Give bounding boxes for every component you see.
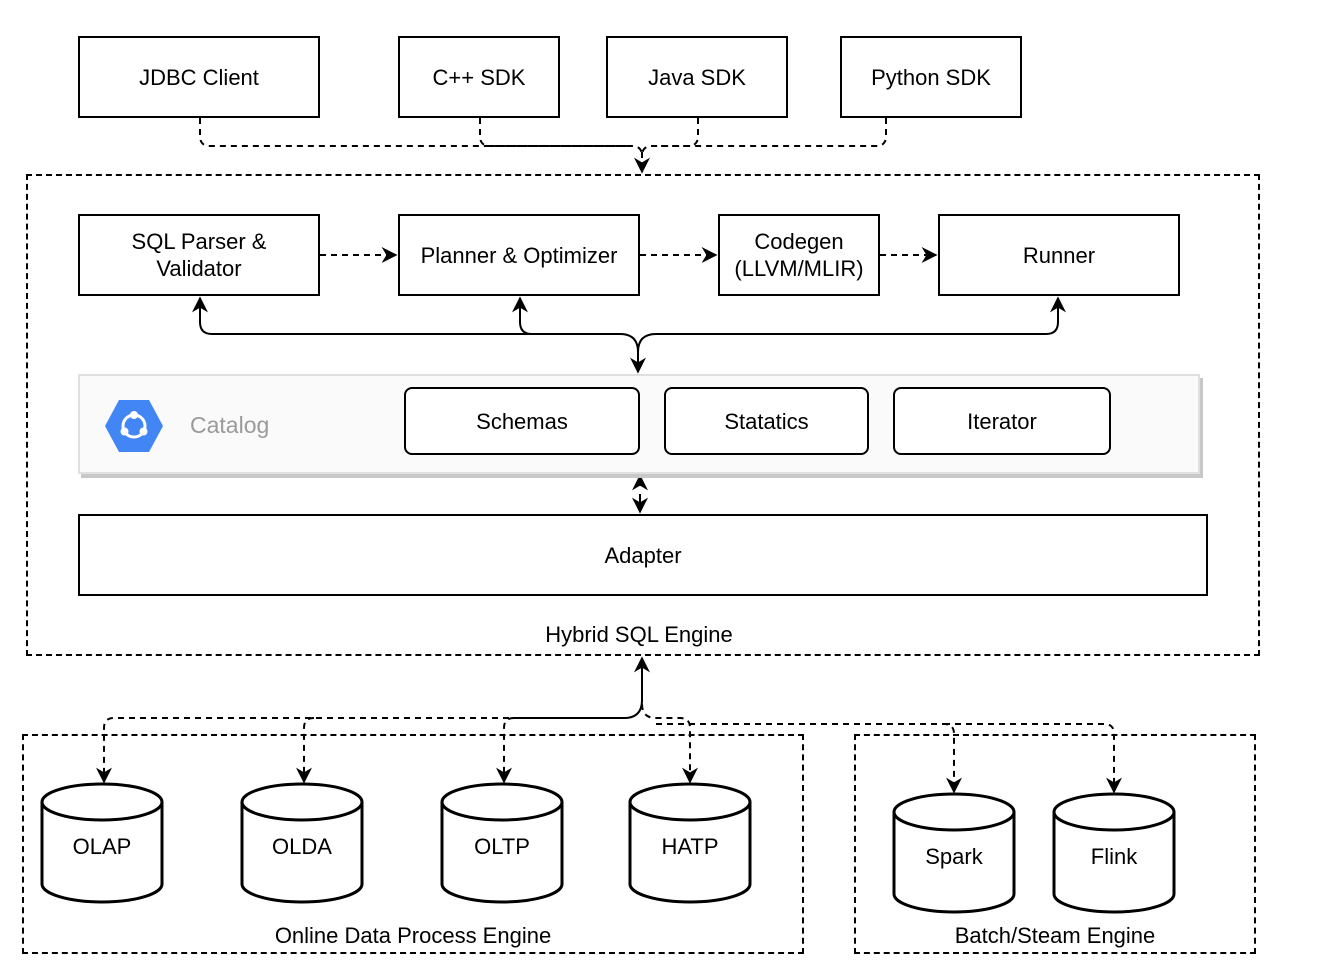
planner-label: Planner & Optimizer xyxy=(420,242,618,268)
olap-label: OLAP xyxy=(73,834,132,859)
client-java-label: Java SDK xyxy=(648,64,746,90)
runner-label: Runner xyxy=(1022,242,1096,268)
client-jdbc-label: JDBC Client xyxy=(139,64,259,90)
iterator-label: Iterator xyxy=(967,408,1037,434)
sql-parser-label: SQL Parser & Validator xyxy=(131,229,267,281)
iterator-box: Iterator xyxy=(893,387,1111,455)
spark-label: Spark xyxy=(925,844,983,869)
statatics-label: Statatics xyxy=(724,408,809,434)
adapter-box: Adapter xyxy=(78,514,1208,596)
cylinder-flink: Flink xyxy=(1052,792,1176,914)
schemas-label: Schemas xyxy=(476,408,568,434)
codegen-box: Codegen (LLVM/MLIR) xyxy=(718,214,880,296)
catalog-label: Catalog xyxy=(190,412,270,438)
codegen-label: Codegen (LLVM/MLIR) xyxy=(734,229,864,281)
cylinder-oltp: OLTP xyxy=(440,782,564,904)
adapter-label: Adapter xyxy=(604,542,682,568)
client-java-sdk: Java SDK xyxy=(606,36,788,118)
olda-label: OLDA xyxy=(272,834,332,859)
schemas-box: Schemas xyxy=(404,387,640,455)
client-cpp-label: C++ SDK xyxy=(432,64,526,90)
planner-box: Planner & Optimizer xyxy=(398,214,640,296)
online-engine-label: Online Data Process Engine xyxy=(274,923,552,948)
hatp-label: HATP xyxy=(661,834,718,859)
cylinder-hatp: HATP xyxy=(628,782,752,904)
catalog-hexagon-icon xyxy=(105,400,163,452)
runner-box: Runner xyxy=(938,214,1180,296)
hybrid-sql-engine-label: Hybrid SQL Engine xyxy=(545,622,733,647)
client-jdbc: JDBC Client xyxy=(78,36,320,118)
oltp-label: OLTP xyxy=(474,834,530,859)
cylinder-olap: OLAP xyxy=(40,782,164,904)
cylinder-olda: OLDA xyxy=(240,782,364,904)
online-engine-container xyxy=(22,734,804,954)
statatics-box: Statatics xyxy=(664,387,869,455)
client-cpp-sdk: C++ SDK xyxy=(398,36,560,118)
flink-label: Flink xyxy=(1091,844,1138,869)
batch-engine-label: Batch/Steam Engine xyxy=(954,923,1156,948)
sql-parser-box: SQL Parser & Validator xyxy=(78,214,320,296)
cylinder-spark: Spark xyxy=(892,792,1016,914)
client-python-label: Python SDK xyxy=(871,64,991,90)
batch-engine-container xyxy=(854,734,1256,954)
client-python-sdk: Python SDK xyxy=(840,36,1022,118)
hybrid-sql-engine-container xyxy=(26,174,1260,656)
